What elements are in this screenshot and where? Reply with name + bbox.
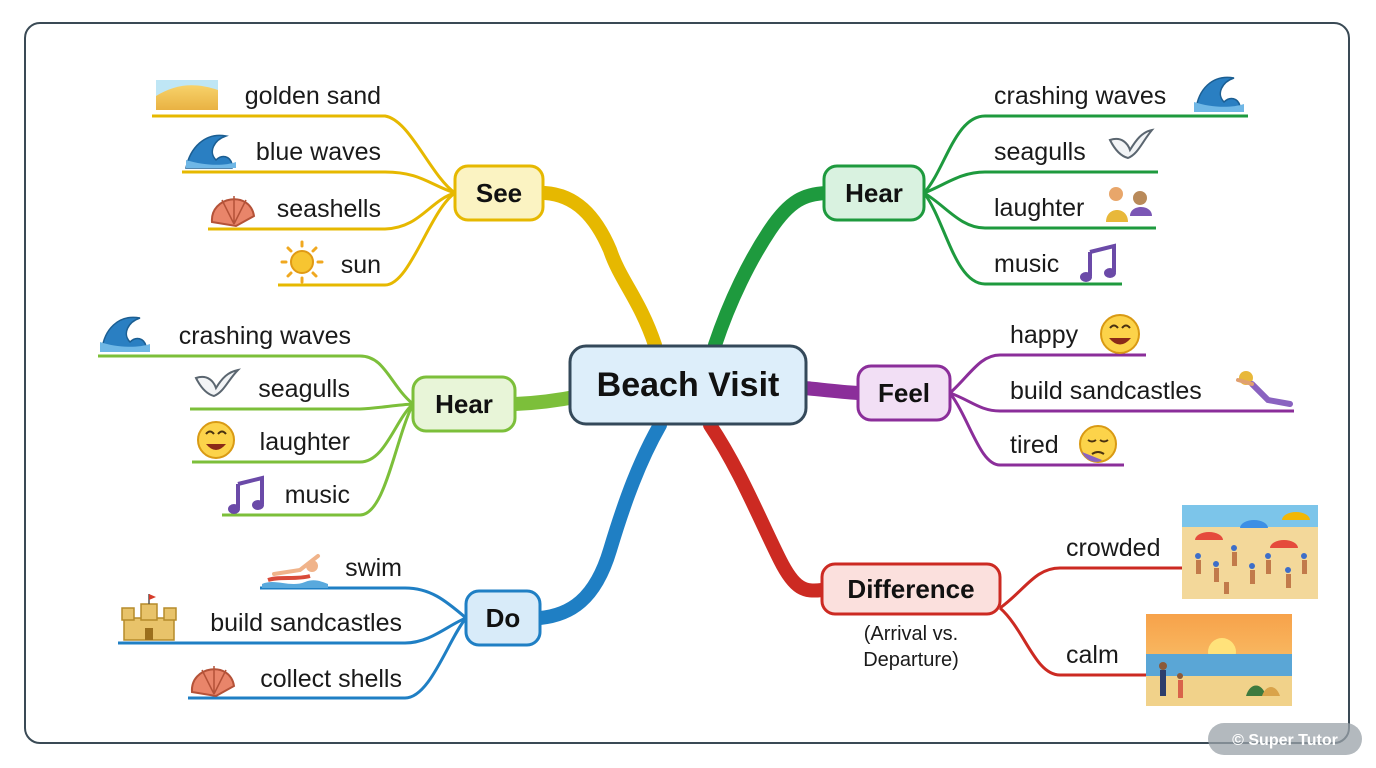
- hear-right-item-laughter: laughter: [994, 194, 1084, 222]
- music-note-icon: [1080, 243, 1116, 282]
- node-see: See: [453, 164, 545, 222]
- see-item-golden-sand: golden sand: [245, 82, 381, 110]
- node-do-label: Do: [486, 603, 521, 633]
- hear-left-item-seagulls: seagulls: [258, 375, 350, 403]
- wave-icon: [100, 316, 150, 352]
- hear-right-lines: [922, 114, 1248, 286]
- branch-difference: [703, 418, 829, 598]
- seagull-icon: [1108, 128, 1155, 160]
- node-hear-right: Hear: [822, 164, 926, 222]
- node-hear-left-label: Hear: [435, 389, 493, 419]
- node-feel: Feel: [856, 364, 952, 422]
- wave-icon: [1194, 76, 1244, 112]
- seagull-icon: [194, 368, 242, 398]
- watermark-badge: © Super Tutor: [1208, 723, 1362, 755]
- branch-see: [538, 186, 662, 352]
- difference-sublabel-1: (Arrival vs.: [864, 623, 958, 645]
- difference-item-calm: calm: [1066, 641, 1119, 669]
- sandcastle-icon: [121, 594, 177, 641]
- hear-right-item-music: music: [994, 250, 1059, 278]
- see-item-seashells: seashells: [277, 195, 381, 223]
- wave-icon: [185, 134, 236, 169]
- people-laughing-icon: [1106, 187, 1152, 222]
- node-hear-right-label: Hear: [845, 178, 903, 208]
- center-label: Beach Visit: [597, 366, 780, 404]
- watermark-text: © Super Tutor: [1232, 732, 1338, 749]
- node-feel-label: Feel: [878, 378, 930, 408]
- node-difference: Difference (Arrival vs. Departure): [820, 562, 1002, 671]
- swimmer-icon: [262, 554, 328, 588]
- seashell-icon: [190, 666, 236, 698]
- hear-right-item-seagulls: seagulls: [994, 138, 1086, 166]
- do-lines: [118, 586, 468, 700]
- branch-feel: [798, 381, 865, 400]
- hear-left-item-crashing-waves: crashing waves: [179, 322, 351, 350]
- node-hear-left: Hear: [411, 375, 517, 433]
- center-node: Beach Visit: [568, 344, 808, 426]
- diagram-frame: [24, 22, 1350, 744]
- feel-item-happy: happy: [1010, 321, 1079, 349]
- happy-face-icon: [1100, 314, 1140, 354]
- difference-item-crowded: crowded: [1066, 534, 1161, 562]
- node-difference-label: Difference: [847, 574, 974, 604]
- do-item-build-sandcastles: build sandcastles: [210, 609, 402, 637]
- hear-left-lines: [98, 354, 415, 517]
- do-item-collect-shells: collect shells: [260, 665, 402, 693]
- see-item-blue-waves: blue waves: [256, 138, 381, 166]
- seashell-icon: [210, 196, 256, 228]
- see-item-sun: sun: [341, 251, 381, 279]
- feel-lines: [948, 353, 1294, 467]
- laughing-face-icon: [197, 421, 235, 459]
- crowded-beach-image: [1182, 505, 1318, 599]
- sand-dune-icon: [156, 80, 218, 110]
- branch-do: [533, 418, 667, 625]
- do-item-swim: swim: [345, 554, 402, 582]
- calm-sunset-beach-image: [1146, 614, 1292, 706]
- main-branches: [508, 186, 865, 625]
- hear-left-item-music: music: [285, 481, 350, 509]
- feel-item-tired: tired: [1010, 431, 1059, 459]
- branch-hear-right: [708, 186, 833, 352]
- relaxing-person-icon: [1236, 371, 1293, 407]
- hear-left-item-laughter: laughter: [260, 428, 350, 456]
- feel-item-build-sandcastles: build sandcastles: [1010, 377, 1202, 405]
- node-see-label: See: [476, 178, 522, 208]
- music-note-icon: [228, 475, 264, 514]
- difference-sublabel-2: Departure): [863, 649, 959, 671]
- difference-lines: [999, 566, 1182, 677]
- tired-face-icon: [1079, 425, 1117, 463]
- node-do: Do: [464, 589, 542, 647]
- sun-icon: [280, 240, 324, 284]
- see-lines: [152, 114, 456, 287]
- hear-right-item-crashing-waves: crashing waves: [994, 82, 1166, 110]
